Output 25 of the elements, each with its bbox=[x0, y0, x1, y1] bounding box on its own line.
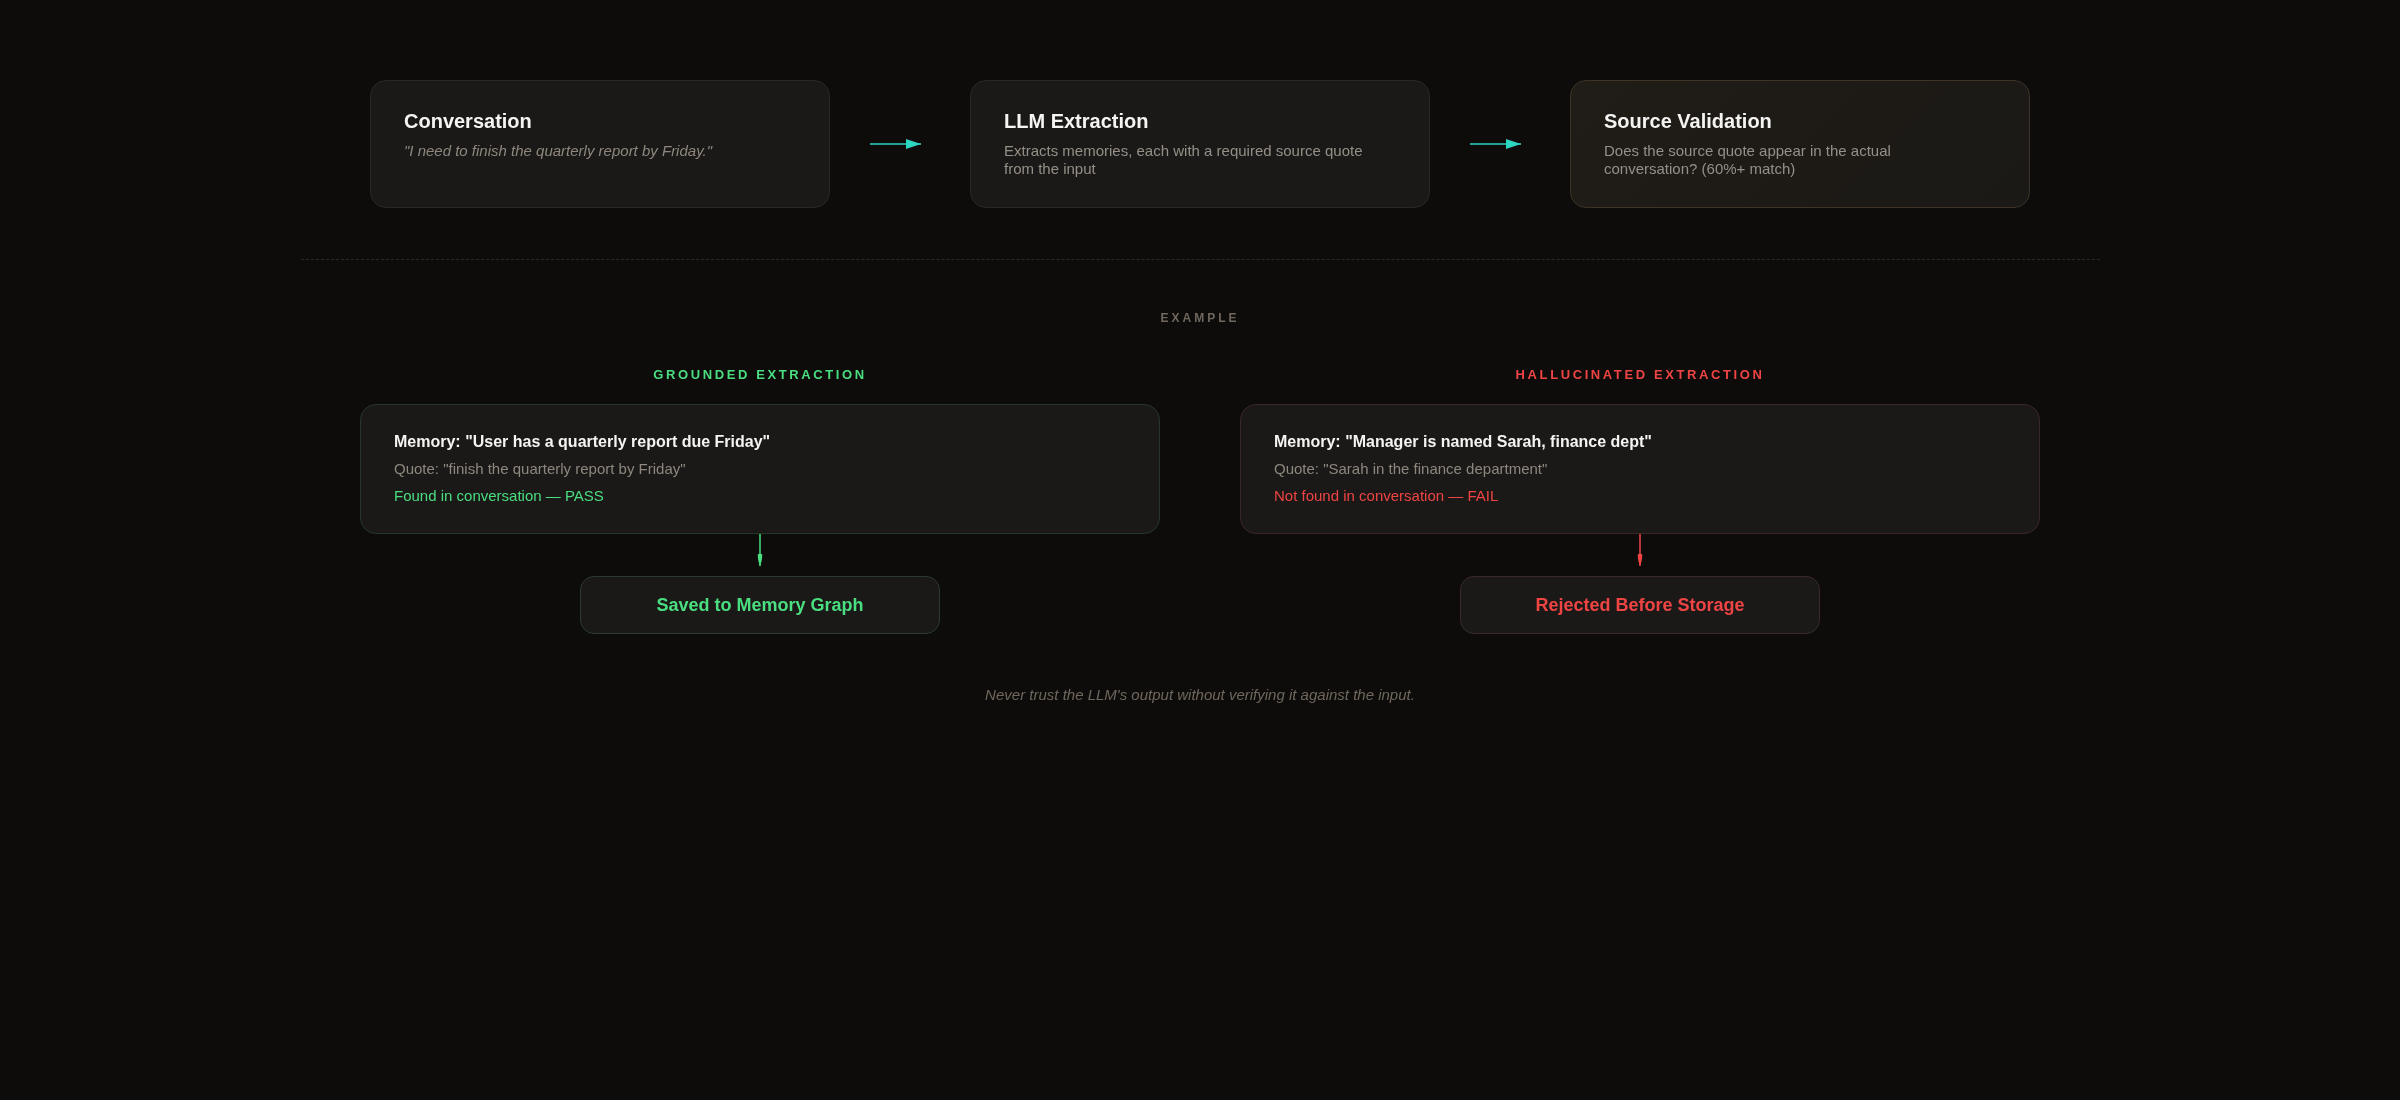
quote-text: "I need to finish the quarterly report by Friday." bbox=[404, 142, 714, 160]
step-title: Conversation bbox=[404, 109, 533, 134]
arrow bbox=[1469, 139, 1522, 149]
caption-text: Never trust the LLM's output without verifying it against the input. bbox=[985, 685, 1415, 703]
status-text: Not found in conversation — FAIL bbox=[1274, 486, 1499, 506]
arrow bbox=[869, 139, 922, 149]
outcome-card bbox=[580, 576, 940, 634]
section-heading: HALLUCINATED EXTRACTION bbox=[1515, 366, 1765, 384]
step-card bbox=[970, 80, 1430, 208]
section-heading: GROUNDED EXTRACTION bbox=[653, 366, 867, 384]
memory-text: Memory: "User has a quarterly report due Friday" bbox=[394, 432, 771, 452]
status-text: Found in conversation — PASS bbox=[394, 486, 604, 506]
section-label: EXAMPLE bbox=[1160, 311, 1240, 325]
step-card bbox=[370, 80, 830, 208]
memory-text: Memory: "Manager is named Sarah, finance dept" bbox=[1274, 432, 1652, 452]
step-description: Does the source quote appear in the actual conversation? (60%+ match) bbox=[1604, 142, 1892, 178]
outcome-card bbox=[1460, 576, 1820, 634]
quote-text: Quote: "finish the quarterly report by Friday" bbox=[394, 459, 686, 479]
outcome-text: Rejected Before Storage bbox=[1535, 594, 1745, 616]
step-title: Source Validation bbox=[1604, 109, 1773, 134]
quote-text: Quote: "Sarah in the finance department" bbox=[1274, 459, 1548, 479]
step-card bbox=[1570, 80, 2030, 208]
step-title: LLM Extraction bbox=[1004, 109, 1150, 134]
step-description: Extracts memories, each with a required source quote from the input bbox=[1004, 142, 1364, 178]
outcome-text: Saved to Memory Graph bbox=[656, 594, 864, 616]
